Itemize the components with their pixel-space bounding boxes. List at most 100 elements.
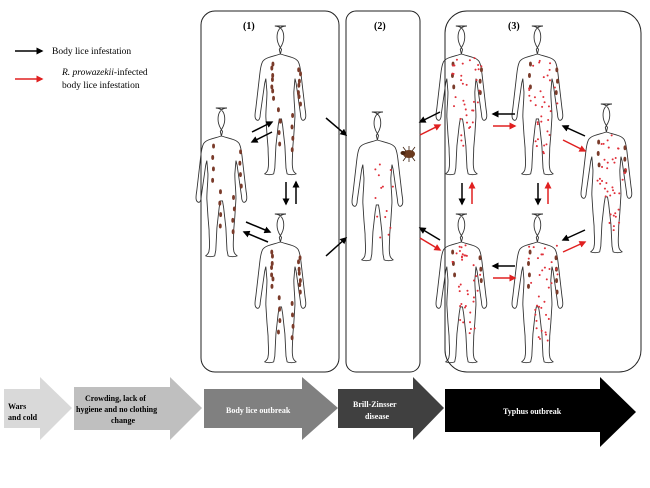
arrow-p2-to-p3-top-red bbox=[419, 124, 442, 136]
infection-dot bbox=[462, 321, 465, 324]
human-figure-p3-right bbox=[580, 103, 633, 254]
infection-dot bbox=[618, 221, 621, 224]
infection-dot bbox=[550, 261, 553, 264]
louse-dot bbox=[555, 67, 559, 73]
louse-dot bbox=[297, 82, 301, 88]
infection-dot bbox=[460, 79, 463, 82]
infection-dot bbox=[621, 178, 624, 181]
human-figure-p3-top-left bbox=[435, 25, 488, 176]
infection-dot bbox=[533, 96, 536, 99]
infection-dot bbox=[601, 165, 604, 168]
infection-dot bbox=[391, 185, 394, 188]
infection-dot bbox=[549, 62, 552, 65]
louse-dot bbox=[597, 139, 601, 145]
legend-red-label-line2: body lice infestation bbox=[62, 80, 140, 91]
infection-dot bbox=[529, 99, 532, 102]
infection-dot bbox=[537, 295, 540, 298]
louse-dot bbox=[555, 278, 559, 284]
infection-dot bbox=[451, 72, 454, 75]
infection-dot bbox=[473, 57, 476, 60]
infection-dot bbox=[458, 245, 461, 248]
infection-dot bbox=[462, 144, 465, 147]
infection-dot bbox=[461, 62, 464, 65]
infection-dot bbox=[464, 254, 467, 257]
infection-dot bbox=[469, 321, 472, 324]
infection-dot bbox=[471, 121, 474, 124]
human-figures bbox=[195, 25, 633, 364]
arrow-p3-br-to-right-red bbox=[562, 241, 587, 253]
louse-dot bbox=[298, 255, 302, 261]
infection-dot bbox=[611, 158, 614, 161]
infection-dot bbox=[464, 304, 467, 307]
panel-1-frame bbox=[200, 10, 340, 373]
infection-dot bbox=[462, 99, 465, 102]
louse-dot bbox=[291, 323, 295, 329]
infection-dot bbox=[538, 305, 541, 308]
infection-dot bbox=[608, 221, 611, 224]
infection-dot bbox=[546, 130, 549, 133]
infection-dot bbox=[606, 190, 609, 193]
infection-dot bbox=[605, 181, 608, 184]
infection-dot bbox=[624, 168, 627, 171]
louse-dot bbox=[596, 151, 600, 156]
infection-dot bbox=[472, 100, 475, 103]
infection-dot bbox=[538, 274, 541, 277]
louse-dot bbox=[231, 217, 235, 223]
infection-dot bbox=[461, 82, 464, 85]
louse-dot bbox=[272, 95, 275, 101]
louse-dot bbox=[270, 65, 274, 71]
arrow-p1-top-to-left bbox=[250, 131, 273, 143]
infection-dot bbox=[460, 246, 463, 249]
infection-dot bbox=[541, 269, 544, 272]
legend-red-label: R. prowazekii-infected bbox=[61, 67, 148, 78]
louse-dot bbox=[219, 189, 222, 195]
louse-dot bbox=[278, 118, 282, 124]
stage-arrow-brill bbox=[338, 377, 444, 440]
human-figure-p1-bottom bbox=[254, 213, 307, 364]
louse-dot bbox=[478, 78, 482, 84]
infection-dot bbox=[540, 329, 543, 332]
infection-dot bbox=[543, 101, 546, 104]
louse-dot bbox=[239, 183, 243, 189]
infection-dot bbox=[601, 179, 604, 182]
infection-dot bbox=[463, 306, 466, 309]
infection-dot bbox=[607, 146, 610, 149]
infection-dot bbox=[536, 123, 539, 126]
infection-dot bbox=[542, 76, 545, 79]
infection-dot bbox=[553, 86, 556, 89]
infection-dot bbox=[389, 169, 392, 172]
infection-dot bbox=[459, 318, 462, 321]
louse-dot bbox=[271, 276, 275, 282]
louse-dot bbox=[527, 261, 530, 266]
stage-crowding-line3: change bbox=[111, 416, 135, 425]
infection-dot bbox=[460, 255, 463, 258]
louse-dot bbox=[270, 283, 274, 289]
infection-dot bbox=[476, 101, 479, 104]
infection-dot bbox=[385, 210, 388, 213]
arrows bbox=[242, 110, 587, 282]
louse-dot bbox=[211, 155, 215, 160]
louse-dot bbox=[278, 306, 281, 312]
infection-dot bbox=[535, 319, 538, 322]
louse-dot bbox=[218, 223, 222, 229]
infection-dot bbox=[546, 339, 549, 342]
panel-3-label: (3) bbox=[508, 21, 520, 32]
arrow-p3-to-p2-top bbox=[418, 111, 441, 123]
infection-dot bbox=[555, 268, 558, 271]
louse-dot bbox=[291, 113, 295, 118]
infection-dot bbox=[614, 212, 617, 215]
arrow-p1-left-to-top bbox=[251, 121, 274, 133]
infection-dot bbox=[600, 142, 603, 145]
infection-dot bbox=[532, 64, 535, 67]
louse-dot bbox=[231, 229, 235, 235]
infection-dot bbox=[478, 89, 481, 92]
infection-dot bbox=[459, 305, 462, 308]
louse-dot bbox=[297, 67, 301, 73]
human-figure-p1-left bbox=[195, 107, 248, 258]
infection-dot bbox=[614, 156, 617, 159]
infection-dot bbox=[538, 59, 541, 62]
louse-dot bbox=[270, 272, 274, 278]
infection-dot bbox=[477, 63, 480, 66]
stage-crowding-line2: hygiene and no clothing bbox=[76, 405, 157, 414]
infection-dot bbox=[612, 214, 615, 217]
